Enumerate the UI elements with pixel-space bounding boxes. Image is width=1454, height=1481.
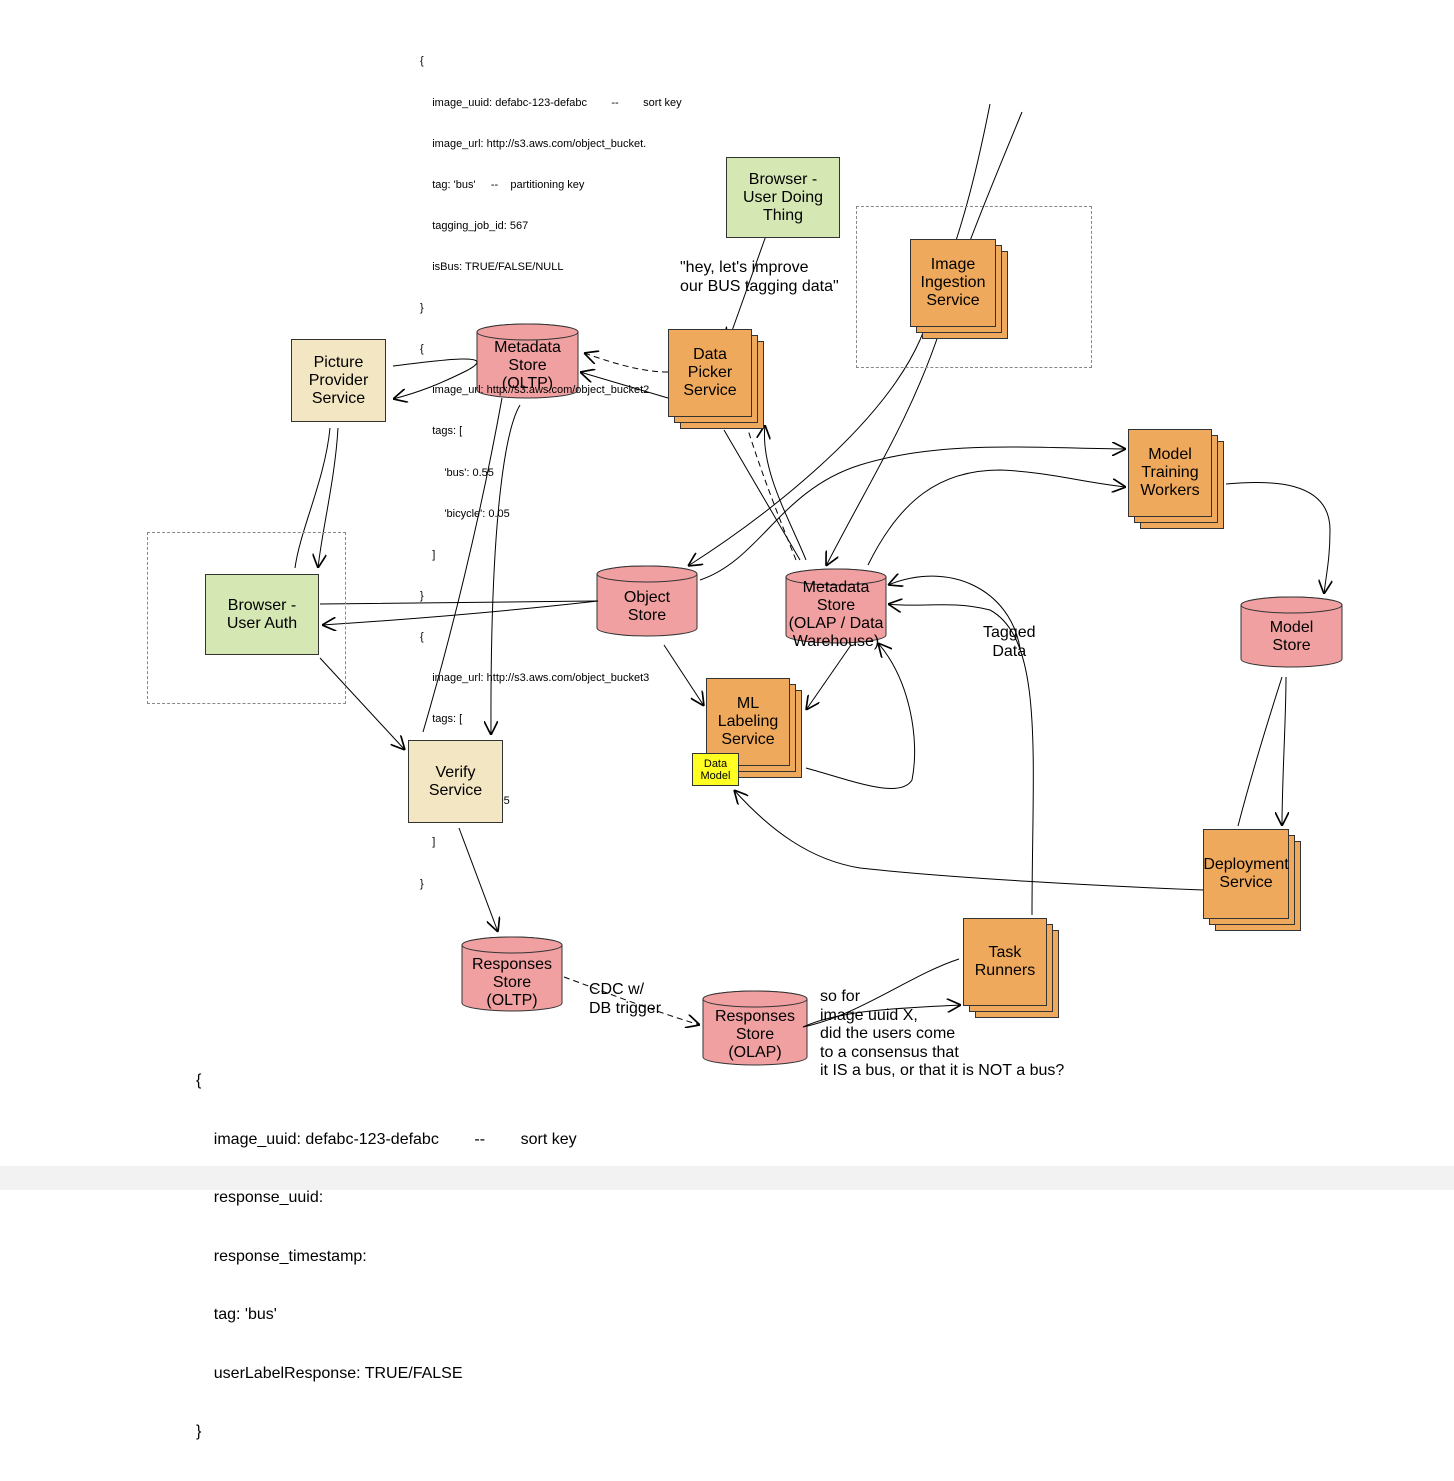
json-line: image_uuid: defabc-123-defabc -- sort ke…: [196, 1130, 577, 1148]
diagram-edges: [294, 103, 1343, 1066]
model-training-workers-stack[interactable]: Model Training Workers: [1128, 429, 1224, 529]
edge-lines: [294, 103, 1330, 1028]
task-runners-node[interactable]: Task Runners: [963, 918, 1047, 1006]
json-line: tags: [: [420, 713, 463, 726]
ingestion-boundary-frame: [856, 206, 1092, 368]
edge-object-store-to-auth-1: [319, 600, 599, 605]
json-line: tag: 'bus': [196, 1306, 277, 1323]
edge-metadata-oltp-to-picture-provider: [393, 358, 478, 399]
edge-picture-provider-to-auth-1: [294, 427, 331, 569]
edge-verify-to-responses-oltp: [458, 827, 498, 932]
edge-ml-labeling-to-metadata-olap: [805, 643, 916, 789]
responses-store-oltp-label[interactable]: Responses Store (OLTP): [471, 956, 553, 1009]
json-line: image_uuid: defabc-123-defabc -- sort ke…: [420, 96, 682, 109]
edge-ingestion-to-object-store: [688, 103, 991, 566]
deployment-service-node[interactable]: Deployment Service: [1203, 829, 1289, 919]
edge-auth-to-verify: [319, 657, 405, 750]
edge-model-store-to-deployment-1: [1237, 676, 1283, 827]
edge-responses-oltp-to-olap-cdc: [563, 976, 700, 1025]
model-store-cylinder: [1240, 596, 1343, 668]
object-store-label[interactable]: Object Store: [623, 589, 671, 624]
json-line: {: [420, 55, 424, 68]
browser-user-doing-thing-node[interactable]: Browser - User Doing Thing: [726, 157, 840, 238]
metadata-store-oltp-cylinder: [476, 323, 579, 399]
edge-object-store-to-ml-labeling: [663, 644, 704, 706]
json-line: {: [420, 630, 424, 643]
tagged-data-annotation: Tagged Data: [983, 624, 1036, 660]
json-line: }: [420, 877, 424, 890]
json-example-bottom: { image_uuid: defabc-123-defabc -- sort …: [196, 1032, 577, 1481]
edge-datapicker-to-metadata-oltp-dashed: [584, 353, 669, 373]
json-line: tagging_job_id: 567: [420, 219, 529, 232]
json-line: 'bus': 0.55: [420, 466, 494, 479]
edge-tagged-data-loop: [888, 576, 1021, 649]
json-line: ]: [420, 836, 436, 849]
edge-picture-provider-to-auth-2: [318, 427, 339, 568]
json-line: userLabelResponse: TRUE/FALSE: [196, 1364, 463, 1382]
edge-responses-olap-to-task-runners-2: [802, 1005, 961, 1028]
ml-labeling-service-node[interactable]: ML Labeling Service: [706, 678, 790, 766]
consensus-question-annotation: so for image uuid X, did the users come …: [820, 988, 1065, 1079]
json-line: {: [420, 343, 424, 356]
metadata-store-olap-cylinder: [785, 568, 887, 644]
model-training-workers-node[interactable]: Model Training Workers: [1128, 429, 1212, 517]
model-store-label[interactable]: Model Store: [1269, 619, 1314, 654]
data-picker-service-stack[interactable]: Data Picker Service: [668, 329, 764, 429]
edge-metadata-olap-to-ml-labeling: [806, 644, 852, 710]
edge-task-runners-to-metadata-olap: [888, 604, 1034, 916]
metadata-store-olap-label[interactable]: Metadata Store (OLAP / Data Warehouse): [788, 579, 884, 650]
browser-user-auth-node[interactable]: Browser - User Auth: [205, 574, 319, 655]
edge-datapicker-to-metadata-oltp: [580, 372, 669, 399]
edge-metadata-olap-to-datapicker: [764, 425, 807, 561]
deployment-service-stack[interactable]: Deployment Service: [1203, 829, 1301, 931]
auth-boundary-frame: [147, 532, 346, 704]
json-example-top: { image_uuid: defabc-123-defabc -- sort …: [420, 28, 682, 919]
json-line: ]: [420, 548, 436, 561]
responses-store-olap-label[interactable]: Responses Store (OLAP): [714, 1008, 796, 1061]
json-line: tag: 'bus' -- partitioning key: [420, 178, 585, 191]
cdc-trigger-annotation: CDC w/ DB trigger: [589, 981, 662, 1017]
edge-metadata-olap-to-training: [867, 469, 1126, 566]
json-line: image_url: http://s3.aws.com/object_buck…: [420, 137, 647, 150]
picture-provider-service-node[interactable]: Picture Provider Service: [291, 339, 386, 422]
edge-metadata-oltp-to-verify: [422, 397, 503, 733]
edge-deployment-to-ml-labeling: [734, 790, 1204, 891]
json-line: image_url: http://s3.aws.com/object_buck…: [420, 384, 650, 397]
json-line: tags: [: [420, 425, 463, 438]
json-line: response_uuid:: [196, 1189, 324, 1206]
responses-store-oltp-cylinder: [461, 936, 563, 1012]
edge-training-to-model-store: [1225, 481, 1330, 594]
metadata-store-oltp-label[interactable]: Metadata Store (OLTP): [494, 339, 561, 392]
responses-store-olap-cylinder: [702, 990, 808, 1066]
json-line: }: [420, 589, 424, 602]
edge-metadata-olap-to-datapicker-dashed: [744, 419, 797, 561]
json-line: {: [196, 1072, 202, 1089]
edge-model-store-to-deployment-2: [1282, 676, 1286, 826]
verify-service-node[interactable]: Verify Service: [408, 740, 503, 823]
data-picker-service-node[interactable]: Data Picker Service: [668, 329, 752, 417]
image-ingestion-service-stack[interactable]: Image Ingestion Service: [910, 239, 1008, 339]
edge-object-store-to-training: [699, 447, 1126, 581]
store-cylinders: [461, 323, 1343, 1066]
window-bottom-strip: [0, 1166, 1454, 1190]
json-line: }: [420, 302, 424, 315]
task-runners-stack[interactable]: Task Runners: [963, 918, 1059, 1018]
edge-browser-to-datapicker: [728, 229, 769, 342]
improve-bus-annotation: "hey, let's improve our BUS tagging data…: [680, 259, 839, 295]
edge-responses-olap-to-task-runners-1: [802, 958, 960, 1028]
architecture-diagram: { image_uuid: defabc-123-defabc -- sort …: [0, 28, 1454, 1440]
image-ingestion-service-node[interactable]: Image Ingestion Service: [910, 239, 996, 327]
edge-object-store-to-auth-2: [322, 600, 599, 625]
ml-labeling-service-stack[interactable]: ML Labeling Service: [706, 678, 802, 778]
json-line: }: [196, 1423, 202, 1440]
json-line: 'bicycle': 0.05: [420, 507, 510, 520]
json-line: response_timestamp:: [196, 1247, 367, 1265]
edge-metadata-oltp-to-verify-2: [491, 404, 521, 735]
json-line: image_url: http://s3.aws.com/object_buck…: [420, 672, 650, 685]
data-model-tag: Data Model: [692, 753, 739, 786]
json-line: isBus: TRUE/FALSE/NULL: [420, 260, 564, 273]
object-store-cylinder: [596, 565, 698, 637]
